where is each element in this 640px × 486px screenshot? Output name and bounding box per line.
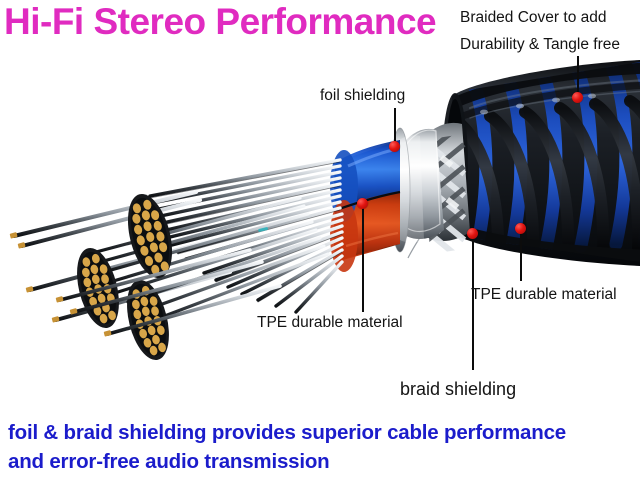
caption-line-1: foil & braid shielding provides superior… <box>8 421 566 444</box>
marker-braid-shielding <box>467 228 478 239</box>
marker-braided-cover <box>572 92 583 103</box>
callout-braid-shielding: braid shielding <box>400 379 517 399</box>
leader-braid-shielding <box>472 238 474 370</box>
leader-tpe-left <box>362 208 364 312</box>
callout-braided-cover-line1: Braided Cover to add <box>460 9 607 26</box>
callout-braided-cover: Braided Cover to add Durability & Tangle… <box>460 4 620 58</box>
leader-tpe-right <box>520 233 522 281</box>
marker-foil-shielding <box>389 141 400 152</box>
caption-line-2: and error-free audio transmission <box>8 450 330 473</box>
conductor-strand-core <box>148 158 344 314</box>
copper-conductor-fan <box>9 190 330 361</box>
leader-foil-shielding <box>394 108 396 150</box>
callout-foil-shielding: foil shielding <box>320 87 406 104</box>
callout-tpe-durable-left: TPE durable material <box>257 314 403 331</box>
tpe-inner-layers <box>330 140 401 272</box>
leader-braided-cover <box>577 56 579 100</box>
bottom-caption: foil & braid shielding provides superior… <box>8 418 636 476</box>
marker-tpe-right <box>515 223 526 234</box>
copper-bundle <box>127 193 173 279</box>
callout-braided-cover-line2: Durability & Tangle free <box>460 36 620 53</box>
marker-tpe-left <box>357 198 368 209</box>
page-title: Hi-Fi Stereo Performance <box>4 1 437 42</box>
callout-tpe-durable-right: TPE durable material <box>471 286 617 303</box>
